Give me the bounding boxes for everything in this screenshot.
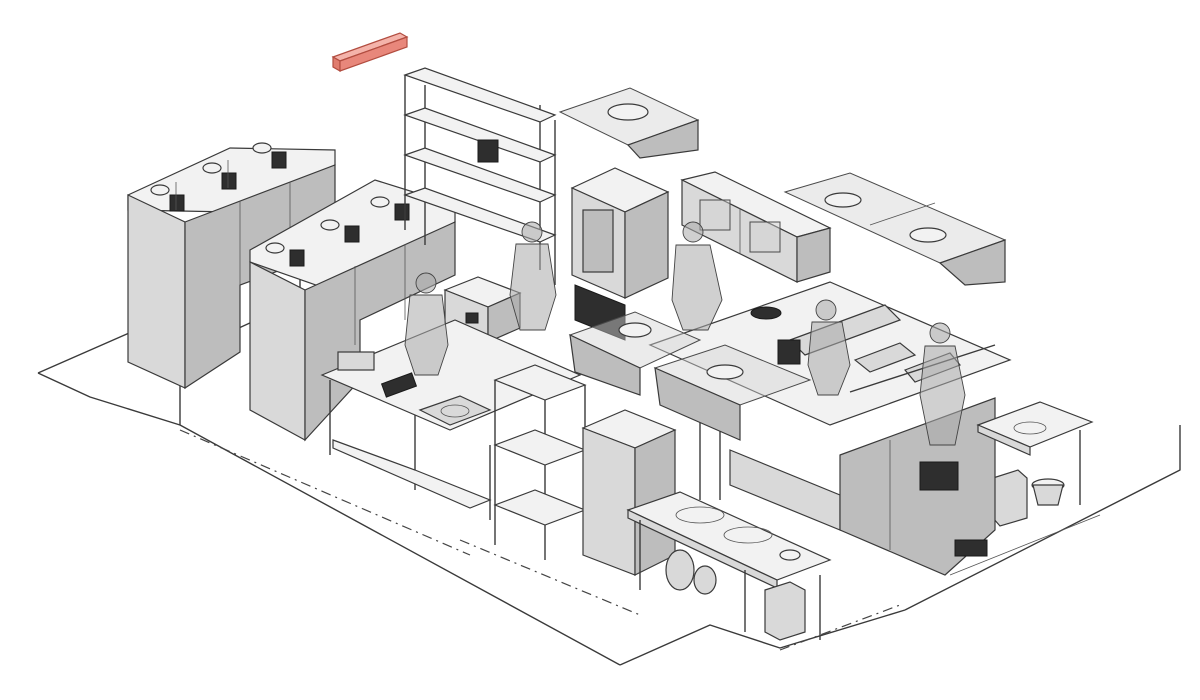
exhaust-hood-icon	[558, 87, 700, 159]
wall-shelf-icon	[331, 32, 409, 73]
exhaust-hood-icon	[568, 311, 702, 396]
prep-table-icon	[320, 319, 582, 520]
dishwasher-icon	[581, 409, 721, 576]
exhaust-hood-icon	[653, 344, 812, 441]
wall-cabinet-icon	[680, 171, 832, 283]
sink-icon	[626, 491, 832, 640]
sink-icon	[976, 401, 1094, 505]
trash-bin-icon	[992, 469, 1065, 527]
sink-icon	[418, 395, 492, 426]
refrigerator-icon	[249, 179, 456, 442]
trash-bin-icon	[764, 581, 806, 641]
staff-figure-icon	[404, 272, 449, 376]
exhaust-hood-icon	[783, 172, 1007, 286]
combi-oven-icon	[570, 167, 670, 341]
staff-figure-icon	[509, 221, 557, 331]
staff-figure-icon	[671, 221, 723, 331]
staff-figure-icon	[919, 322, 966, 446]
open-shelving-icon	[403, 67, 557, 285]
staff-figure-icon	[807, 299, 851, 396]
